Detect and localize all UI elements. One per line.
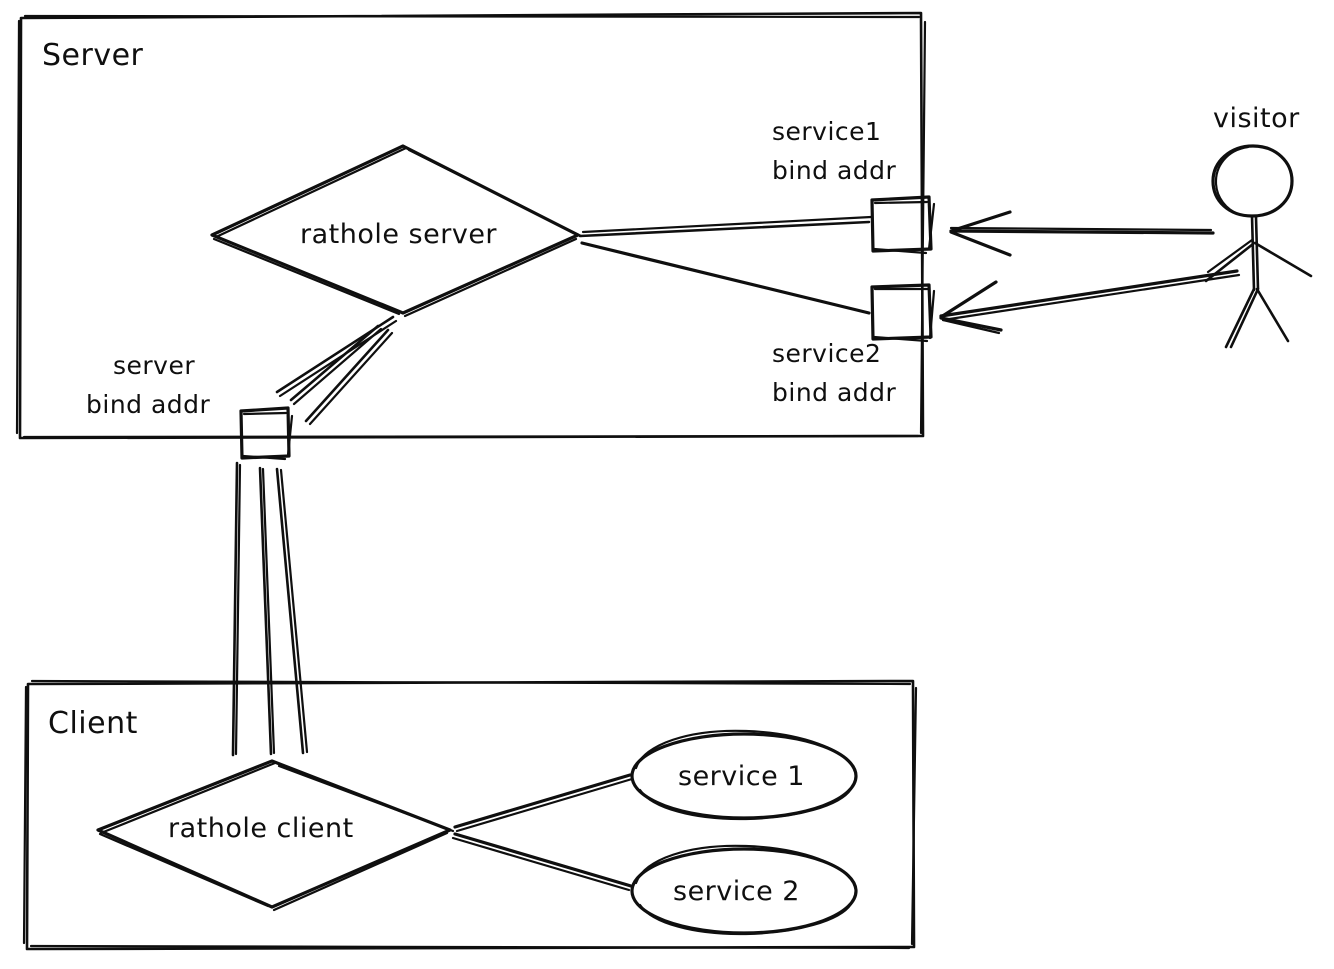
server-bind-addr-label-line1: server [113, 351, 196, 380]
service1-node-label: service 1 [678, 761, 805, 792]
rathole-server-shape[interactable] [210, 144, 583, 318]
client-container-label: Client [48, 706, 138, 741]
client-container-shape [22, 679, 918, 951]
server-container-shape [15, 11, 927, 440]
server-bind-addr-label-line2: bind addr [86, 390, 211, 419]
rathole-server-label: rathole server [300, 219, 498, 250]
rathole-client-shape[interactable] [96, 759, 455, 912]
server-container-label: Server [42, 38, 144, 73]
server-bind-addr-shape[interactable] [239, 406, 294, 461]
service1-bind-addr-label-line2: bind addr [772, 156, 897, 185]
service1-bind-addr-label-line1: service1 [772, 117, 882, 146]
edge-ratholeclient-service2 [451, 832, 633, 892]
rathole-client-label: rathole client [168, 813, 354, 844]
edge-visitor-service2bind [939, 269, 1241, 335]
edge-ratholeclient-service1 [453, 773, 634, 833]
edge-serverbind-ratholeclient [231, 461, 309, 757]
visitor-figure[interactable] [1204, 144, 1313, 349]
service2-bind-addr-shape[interactable] [870, 283, 936, 343]
service1-node-shape[interactable] [630, 729, 858, 821]
edge-ratholeserver-service1bind [578, 215, 873, 238]
visitor-label: visitor [1213, 103, 1300, 134]
service2-bind-addr-label-line1: service2 [772, 339, 882, 368]
service2-node-label: service 2 [673, 876, 800, 907]
service2-bind-addr-label-line2: bind addr [772, 378, 897, 407]
edge-visitor-service1bind [949, 210, 1215, 257]
edge-ratholeserver-service2bind [580, 241, 871, 315]
edge-ratholeserver-serverbind [275, 315, 398, 426]
service1-bind-addr-shape[interactable] [870, 195, 936, 255]
service2-node-shape[interactable] [630, 844, 858, 936]
